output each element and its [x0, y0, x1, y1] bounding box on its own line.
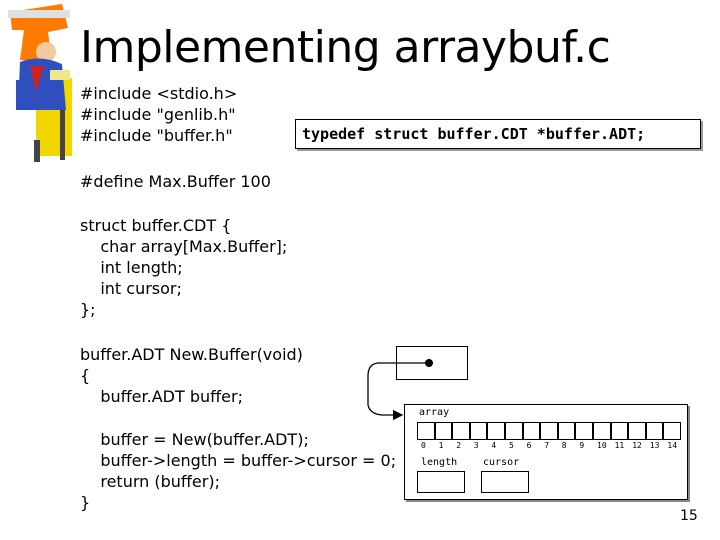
array-index-label: 2	[456, 441, 462, 450]
cursor-label: cursor	[483, 457, 520, 468]
array-index-label: 10	[597, 441, 607, 450]
func-line: buffer.ADT buffer;	[80, 387, 243, 406]
array-cell	[505, 422, 523, 440]
length-field	[417, 471, 465, 493]
array-index-label: 0	[421, 441, 426, 450]
include-line: #include "buffer.h"	[80, 126, 233, 145]
array-cell	[452, 422, 470, 440]
array-cell	[593, 422, 611, 440]
struct-line: int length;	[80, 258, 183, 277]
cursor-field	[481, 471, 529, 493]
array-index-label: 9	[579, 441, 585, 450]
func-line: buffer->length = buffer->cursor = 0;	[80, 451, 397, 470]
array-cell	[628, 422, 646, 440]
func-line: buffer.ADT New.Buffer(void)	[80, 345, 303, 364]
func-line: buffer = New(buffer.ADT);	[80, 430, 309, 449]
array-cell	[540, 422, 558, 440]
array-cell	[610, 422, 629, 440]
array-index-label: 14	[667, 441, 678, 450]
array-cell	[469, 422, 488, 440]
array-index-label: 8	[561, 441, 567, 450]
array-index-label: 12	[632, 441, 642, 450]
array-cell	[434, 422, 453, 440]
array-label: array	[419, 407, 450, 418]
array-index-label: 3	[473, 441, 479, 450]
struct-line: int cursor;	[80, 279, 182, 298]
array-index-label: 4	[491, 441, 497, 450]
array-index-label: 7	[544, 441, 550, 450]
array-cell	[645, 422, 664, 440]
array-cell	[663, 422, 681, 440]
include-line: #include <stdio.h>	[80, 84, 238, 103]
struct-line: char array[Max.Buffer];	[80, 237, 288, 256]
page-number: 15	[680, 508, 698, 524]
func-line: }	[80, 493, 91, 512]
array-index-label: 6	[526, 441, 532, 450]
typedef-callout: typedef struct buffer.CDT *buffer.ADT;	[295, 119, 701, 149]
struct-line: };	[80, 300, 96, 319]
length-label: length	[421, 457, 458, 468]
slide-title: Implementing arraybuf.c	[80, 22, 611, 73]
typedef-text: typedef struct buffer.CDT *buffer.ADT;	[302, 125, 646, 143]
array-index-label: 5	[509, 441, 514, 450]
array-index-label: 11	[614, 441, 625, 450]
func-line: return (buffer);	[80, 472, 220, 491]
array-index-label: 1	[438, 441, 444, 450]
include-line: #include "genlib.h"	[80, 105, 236, 124]
array-index-label: 13	[649, 441, 660, 450]
array-cell	[522, 422, 541, 440]
presenter-clipart-icon	[8, 4, 72, 162]
struct-line: struct buffer.CDT {	[80, 216, 232, 235]
array-cell	[557, 422, 576, 440]
define-line: #define Max.Buffer 100	[80, 172, 271, 191]
array-cell	[487, 422, 505, 440]
array-cell	[575, 422, 593, 440]
func-line: {	[80, 366, 91, 385]
array-cell	[417, 422, 435, 440]
